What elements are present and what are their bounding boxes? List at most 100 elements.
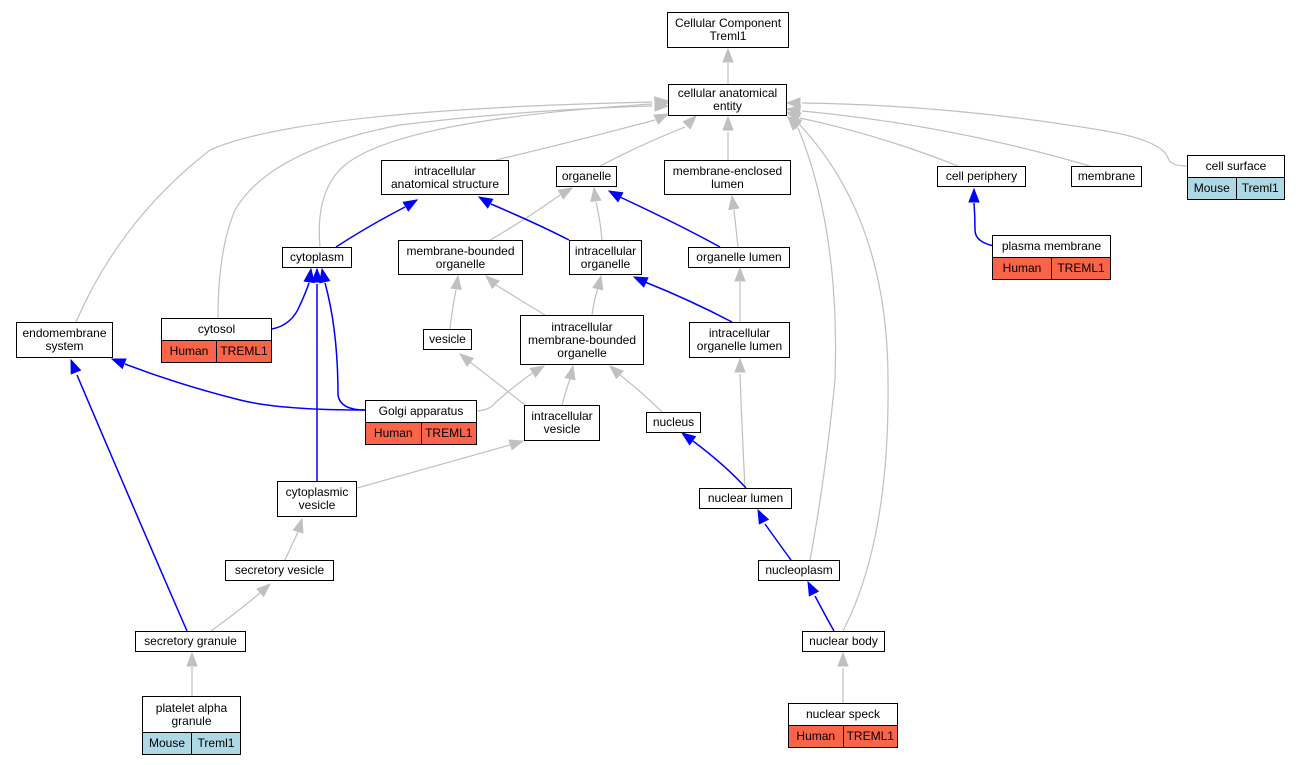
node-membrane[interactable]: membrane	[1071, 166, 1142, 187]
node-label: organelle lumen	[696, 250, 782, 264]
node-label: cytosol	[197, 322, 236, 336]
edge-nucbody-to-nucleoplasm	[807, 580, 835, 632]
node-label: Golgi apparatus	[378, 404, 464, 418]
edge-line	[599, 126, 686, 167]
edge-line	[644, 281, 733, 323]
node-nucleoplasm[interactable]: nucleoplasm	[758, 560, 840, 581]
node-label: secretory vesicle	[234, 563, 325, 577]
arrowhead	[70, 358, 82, 375]
gene-label: TREML1	[1051, 258, 1110, 279]
edge-organelle-to-cae	[599, 115, 697, 167]
arrowhead	[734, 266, 746, 282]
node-nuclumen[interactable]: nuclear lumen	[699, 488, 792, 509]
node-label: cell surface	[1205, 159, 1267, 173]
edge-cytoplasm-to-ias	[335, 199, 419, 248]
edge-line	[619, 196, 721, 248]
arrowhead	[682, 115, 697, 130]
node-cellper[interactable]: cell periphery	[937, 166, 1026, 187]
edge-line	[801, 110, 1091, 167]
edge-line	[476, 371, 535, 412]
edge-line	[449, 289, 457, 330]
arrowhead	[529, 365, 546, 378]
edge-iol-to-intorg	[632, 276, 733, 323]
arrowhead	[608, 365, 624, 380]
node-nucbody[interactable]: nuclear body	[802, 631, 885, 652]
edge-cytosol-to-cae	[217, 100, 670, 319]
arrowhead	[292, 517, 304, 534]
edge-platelet-to-secgran	[186, 651, 198, 696]
arrowhead	[508, 439, 525, 451]
arrowhead	[757, 508, 770, 525]
node-secgran[interactable]: secretory granule	[135, 631, 246, 652]
edge-secves-to-cytves	[284, 517, 304, 561]
edge-secgran-to-secves	[210, 583, 272, 632]
arrowhead	[110, 358, 127, 370]
edge-cytves-to-intves	[356, 439, 525, 489]
arrowhead	[592, 274, 604, 291]
gene-label: TREML1	[216, 341, 271, 362]
edge-secgran-to-endomem	[70, 358, 188, 632]
node-secves[interactable]: secretory vesicle	[225, 560, 334, 581]
edge-line	[591, 287, 599, 316]
node-label: vesicle	[429, 332, 466, 346]
node-organelle[interactable]: organelle	[556, 166, 617, 187]
edge-intorg-to-organelle	[590, 186, 603, 241]
species-label: Human	[366, 423, 421, 444]
node-cytoplasm[interactable]: cytoplasm	[282, 247, 352, 268]
edge-line	[490, 203, 570, 241]
arrowhead	[402, 199, 419, 212]
species-label: Mouse	[1188, 178, 1236, 199]
arrowhead	[653, 113, 670, 125]
edge-line	[733, 209, 739, 248]
node-label: membrane	[1077, 169, 1136, 183]
arrowhead	[319, 267, 331, 284]
edge-line	[973, 202, 995, 247]
arrowhead	[722, 47, 734, 63]
arrowhead	[807, 580, 820, 597]
edge-line	[75, 101, 653, 323]
arrowhead	[786, 116, 803, 130]
node-nucleus[interactable]: nucleus	[646, 412, 701, 433]
arrowhead	[564, 364, 576, 381]
edge-line	[799, 124, 889, 632]
arrowhead	[968, 187, 980, 203]
node-label: nuclear speck	[805, 707, 881, 721]
edge-line	[619, 374, 663, 413]
node-vesicle[interactable]: vesicle	[423, 329, 472, 350]
edge-line	[797, 127, 837, 561]
gene-label: TREML1	[420, 423, 476, 444]
node-orglumen[interactable]: organelle lumen	[688, 247, 790, 268]
edge-membrane-to-cae	[785, 105, 1091, 167]
arrowhead	[311, 267, 323, 283]
edge-line	[217, 105, 653, 319]
edge-line	[318, 103, 653, 248]
edge-vesicle-to-mbo	[449, 274, 462, 330]
arrowhead	[256, 583, 272, 598]
edge-golgi-to-endomem	[110, 358, 366, 411]
node-label: plasma membrane	[1001, 239, 1102, 253]
edge-line	[495, 284, 546, 316]
